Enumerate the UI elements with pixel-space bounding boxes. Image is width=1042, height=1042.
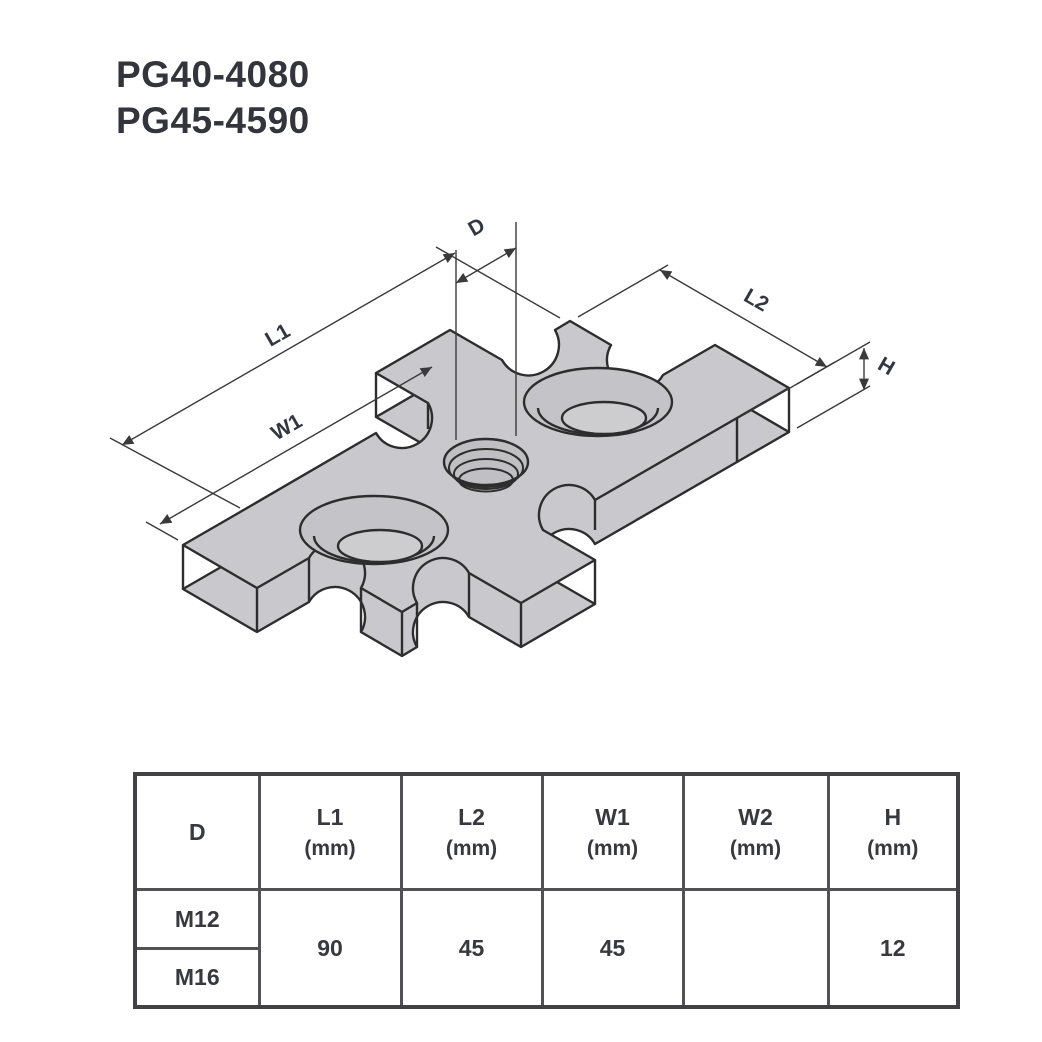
header-label: L2 xyxy=(458,803,485,830)
header-label: W1 xyxy=(595,803,630,830)
value-w1-cell: 45 xyxy=(540,888,685,1009)
header-unit: (mm) xyxy=(867,836,919,860)
w1-extension-line xyxy=(145,521,179,541)
thread-lines xyxy=(448,448,524,493)
product-code-line1: PG40-4080 xyxy=(116,54,310,95)
header-label: W2 xyxy=(738,803,773,830)
header-label: H xyxy=(884,803,902,830)
header-unit: (mm) xyxy=(729,836,782,860)
header-unit: (mm) xyxy=(586,836,639,860)
recess-front-bottom xyxy=(336,528,424,564)
part-solid xyxy=(181,319,791,658)
w1-dimension-line xyxy=(159,366,433,525)
header-cell-l2: L2 (mm) xyxy=(399,772,544,891)
thread-size-m12-cell: M12 xyxy=(133,888,261,950)
value-l2-cell: 45 xyxy=(399,888,544,1009)
data-row-m12: M12 90 45 45 12 xyxy=(133,888,960,1009)
header-cell-w2: W2 (mm) xyxy=(681,772,830,891)
value-h-cell: 12 xyxy=(826,888,960,1009)
threaded-hole-rim xyxy=(442,437,530,487)
header-row: D L1 (mm) L2 (mm) W1 (mm) W2 (mm) xyxy=(133,772,960,891)
product-codes: PG40-4080 PG45-4590 xyxy=(116,52,310,144)
spec-table-container: D L1 (mm) L2 (mm) W1 (mm) W2 (mm) xyxy=(133,772,960,1009)
thread-size-m16-cell: M16 xyxy=(133,947,261,1009)
header-label: L1 xyxy=(316,803,344,830)
d-dimension-line xyxy=(455,247,517,284)
dimension-lines xyxy=(109,222,871,541)
header-cell-d: D xyxy=(133,772,261,891)
value-l1-cell: 90 xyxy=(257,888,403,1009)
h-extension-lines xyxy=(796,341,871,429)
data-row-m16: M16 xyxy=(133,947,958,1009)
dim-label-d: D xyxy=(464,214,489,242)
header-cell-l1: L1 (mm) xyxy=(257,772,403,891)
dim-label-l1: L1 xyxy=(261,319,294,351)
header-cell-h: H (mm) xyxy=(826,772,960,891)
header-unit: (mm) xyxy=(304,836,356,860)
value-w2-cell xyxy=(681,888,830,1009)
header-label: D xyxy=(188,818,206,845)
header-cell-w1: W1 (mm) xyxy=(540,772,685,891)
dim-label-w1: W1 xyxy=(267,409,306,445)
l2-dimension-line xyxy=(659,269,828,368)
product-code-line2: PG45-4590 xyxy=(116,100,310,141)
header-unit: (mm) xyxy=(445,836,498,860)
recess-rear-bottom xyxy=(560,400,648,436)
spec-table: D L1 (mm) L2 (mm) W1 (mm) W2 (mm) xyxy=(133,772,960,1009)
dim-label-h: H xyxy=(874,353,899,381)
dim-label-l2: L2 xyxy=(740,284,773,316)
